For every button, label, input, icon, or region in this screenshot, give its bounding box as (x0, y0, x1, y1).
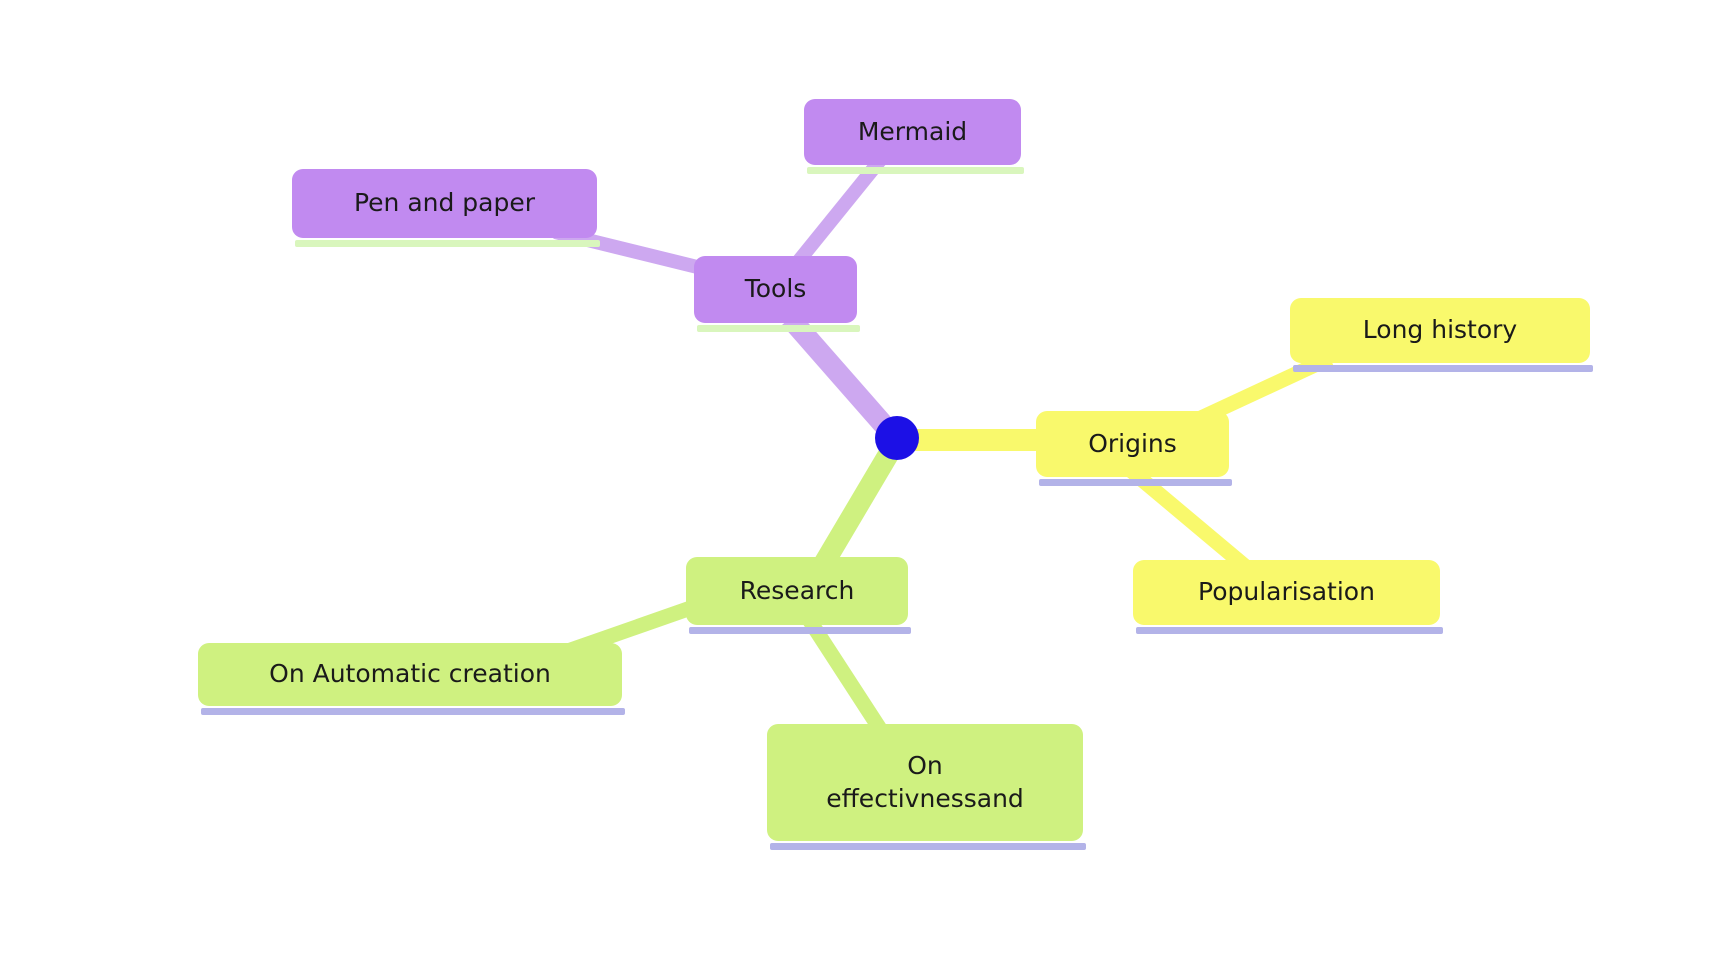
node-research: Research (686, 557, 908, 625)
edge-root-research (810, 434, 907, 576)
shadow-on-automatic-creation (201, 708, 625, 715)
node-pen-and-paper: Pen and paper (292, 169, 597, 238)
shadow-origins (1039, 479, 1232, 486)
shadow-research (689, 627, 911, 634)
node-origins: Origins (1036, 411, 1229, 477)
shadow-mermaid (807, 167, 1024, 174)
node-popularisation-label: Popularisation (1198, 577, 1375, 607)
edge-root-tools (782, 311, 905, 447)
node-long-history: Long history (1290, 298, 1590, 363)
shadow-popularisation (1136, 627, 1443, 634)
node-tools-label: Tools (744, 274, 807, 304)
node-tools: Tools (694, 256, 857, 323)
shadow-tools (697, 325, 860, 332)
node-research-label: Research (739, 575, 855, 605)
shadow-long-history (1293, 365, 1593, 372)
shadow-pen-and-paper (295, 240, 600, 247)
edge-research-on-effectivnessand (801, 613, 889, 737)
shadow-on-effectivnessand (770, 843, 1086, 850)
edge-tools-mermaid (787, 153, 888, 273)
node-mermaid: Mermaid (804, 99, 1021, 165)
node-pen-and-paper-label: Pen and paper (353, 188, 536, 218)
node-long-history-label: Long history (1362, 315, 1518, 345)
node-on-effectivnessand-label: On effectivnessand (826, 750, 1024, 815)
node-on-effectivnessand-line2: effectivnessand (826, 783, 1024, 813)
node-origins-label: Origins (1088, 428, 1177, 458)
node-popularisation: Popularisation (1133, 560, 1440, 625)
node-mermaid-label: Mermaid (857, 116, 968, 146)
node-on-effectivnessand: On effectivnessand (767, 724, 1083, 841)
node-root-dot (875, 416, 919, 460)
node-on-automatic-creation-label: On Automatic creation (269, 659, 551, 689)
node-on-effectivnessand-line1: On (907, 751, 943, 780)
node-on-automatic-creation: On Automatic creation (198, 643, 622, 706)
